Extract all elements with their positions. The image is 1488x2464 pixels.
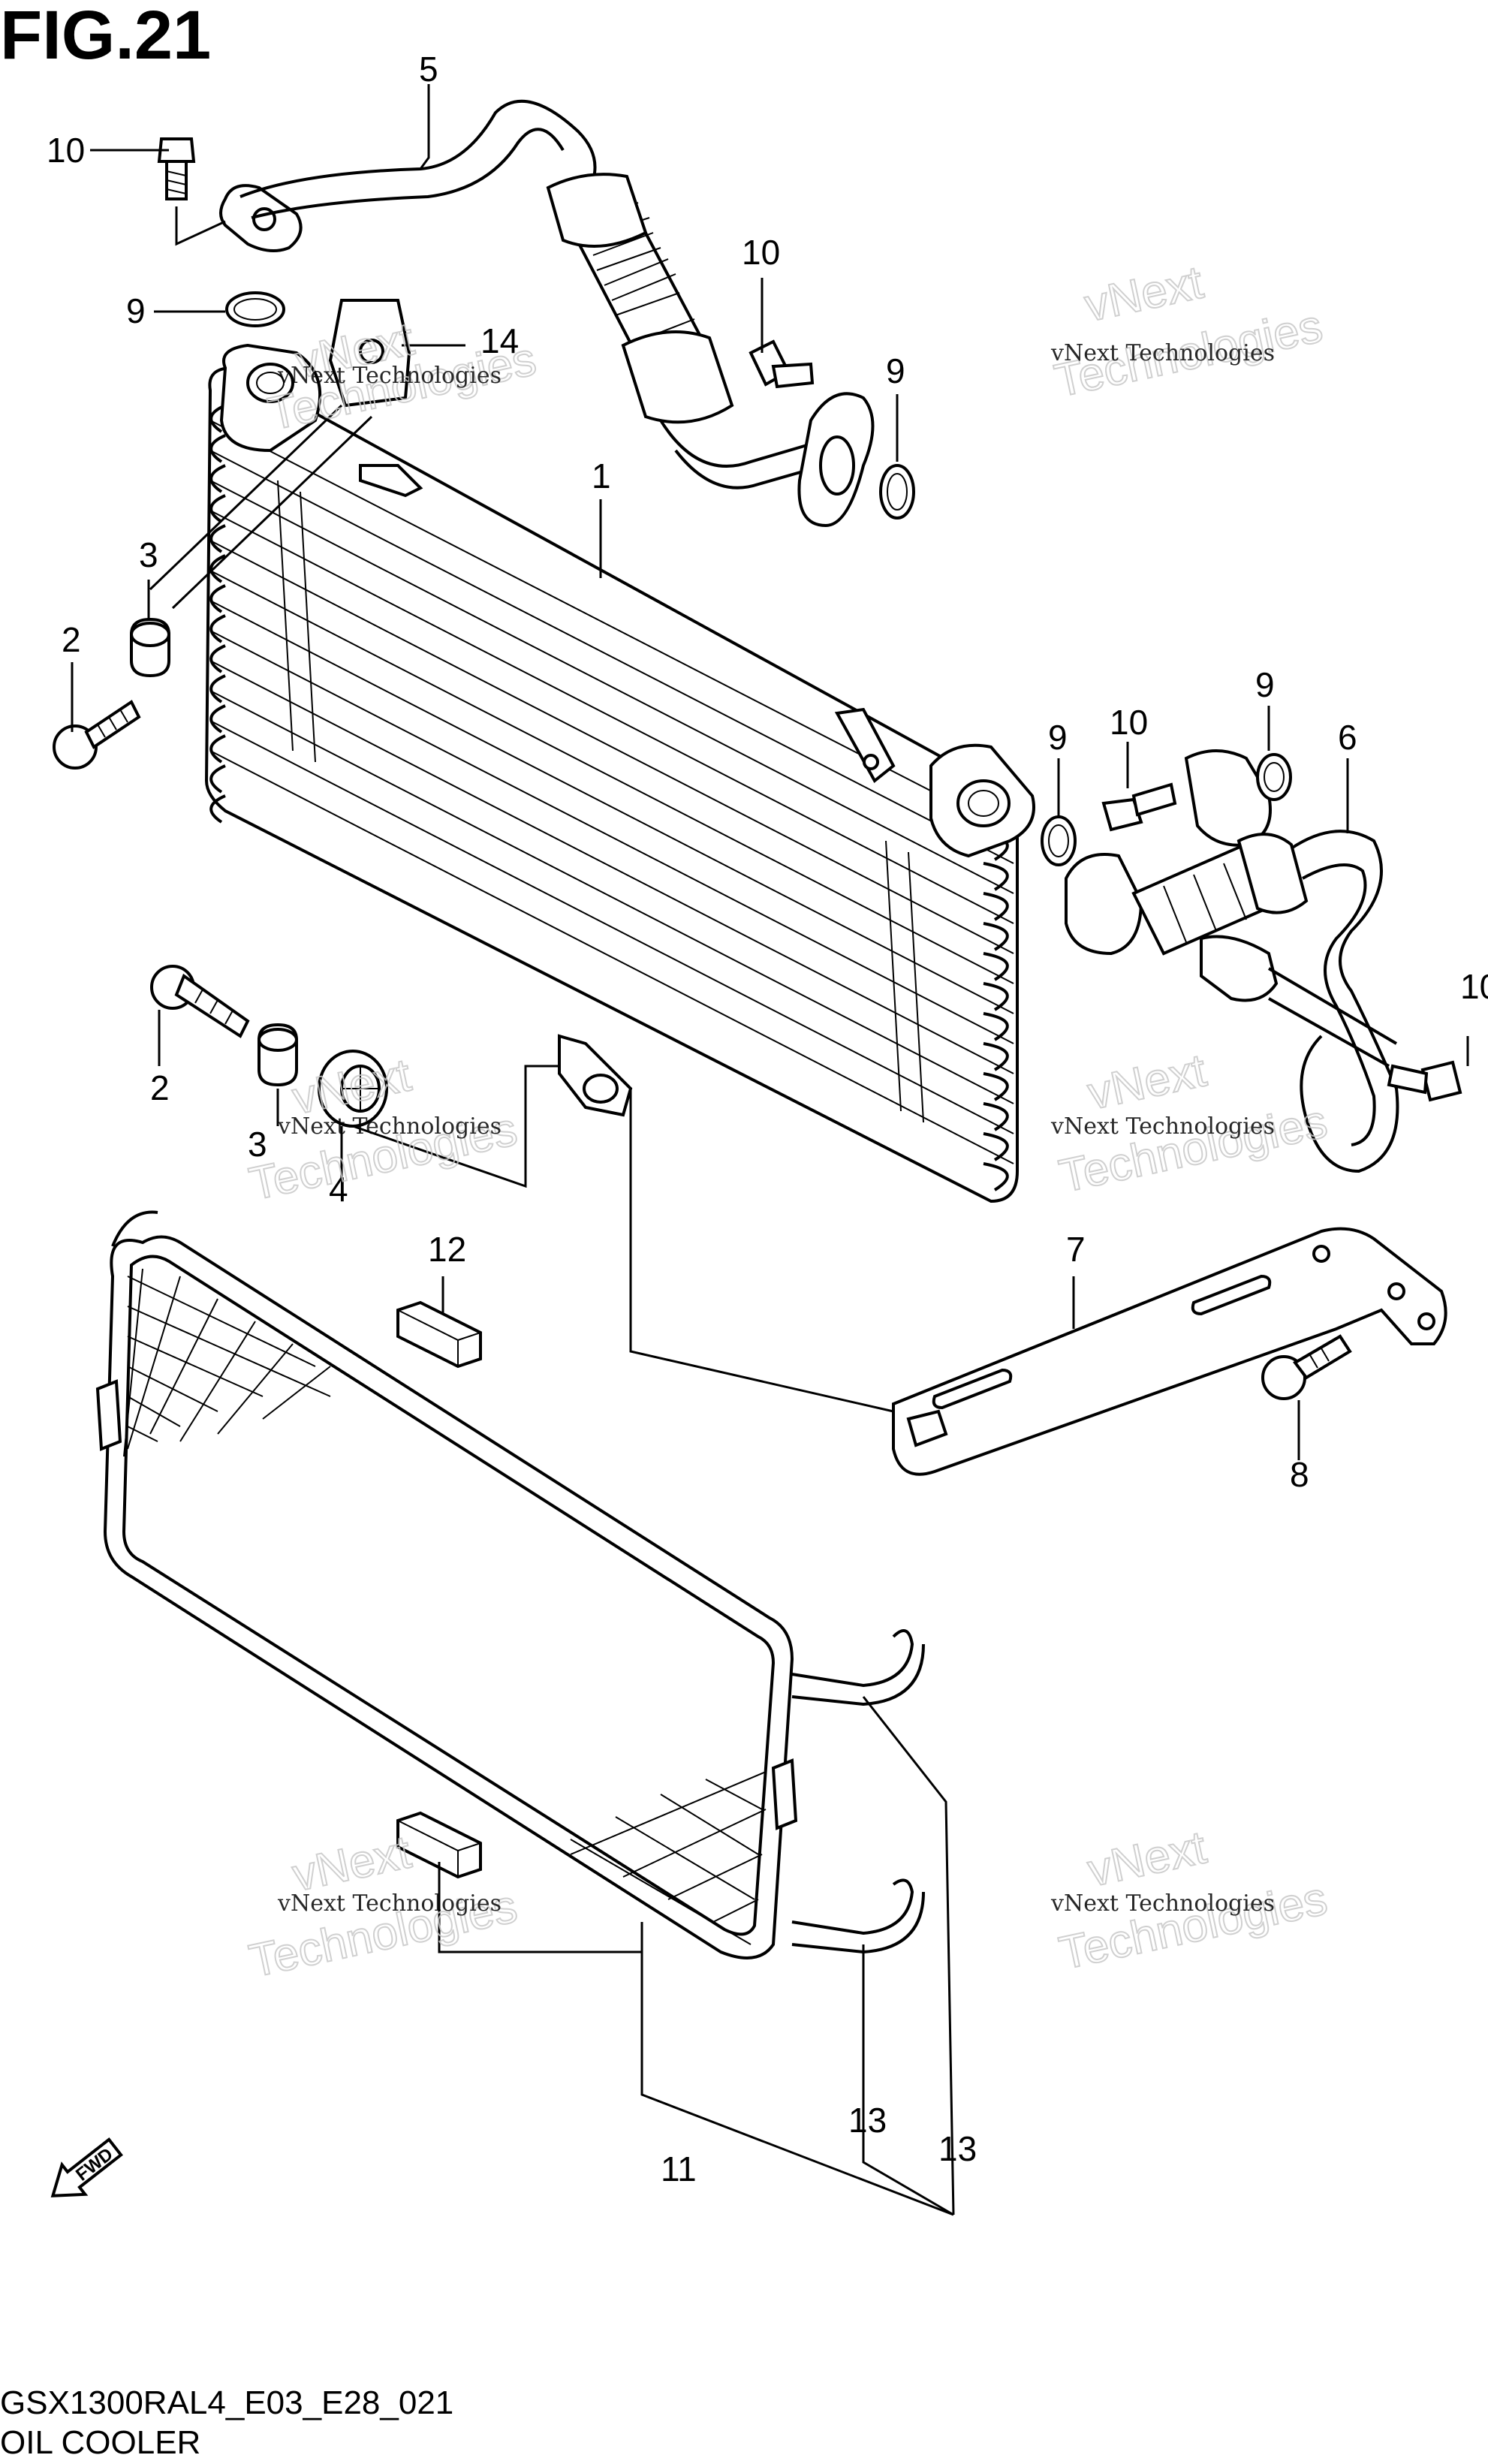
callout-7: 5 bbox=[419, 50, 438, 89]
callout-9-c: 9 bbox=[1255, 665, 1275, 704]
bolt-left-upper bbox=[53, 700, 141, 770]
figure-title: FIG.21 bbox=[0, 0, 211, 74]
svg-text:vNext Technologies: vNext Technologies bbox=[277, 1113, 502, 1140]
watermark-6: vNext Technologies vNext Technologies bbox=[1050, 1821, 1333, 1981]
callout-10-b: 10 bbox=[742, 233, 780, 272]
callout-9-a: 9 bbox=[126, 291, 146, 330]
bolt-mid-right bbox=[1101, 782, 1177, 832]
svg-text:vNext: vNext bbox=[1083, 1044, 1210, 1119]
svg-text:vNext Technologies: vNext Technologies bbox=[277, 1890, 502, 1917]
watermark-1: vNext Technologies vNext Technologies bbox=[263, 312, 541, 441]
o-ring-upper-right bbox=[879, 464, 915, 520]
callout-12: 12 bbox=[428, 1230, 466, 1269]
collar-left-upper bbox=[130, 617, 170, 678]
bolt-far-right bbox=[1387, 1060, 1462, 1102]
watermark-2: vNext Technologies vNext Technologies bbox=[1050, 256, 1327, 408]
callout-13-a: 13 bbox=[848, 2101, 887, 2140]
bolt-bracket bbox=[1261, 1334, 1352, 1400]
callout-14: 14 bbox=[480, 321, 519, 360]
bolt-left-lower bbox=[150, 965, 250, 1038]
callout-9-d: 9 bbox=[1048, 718, 1068, 757]
collar-left-lower bbox=[258, 1023, 298, 1087]
diagram-code: GSX1300RAL4_E03_E28_021 bbox=[0, 2384, 453, 2421]
callout-labels: 5 10 9 14 10 9 1 3 2 9 10 9 6 10 2 3 4 1… bbox=[47, 50, 1488, 2188]
diagram-caption: OIL COOLER bbox=[0, 2424, 200, 2461]
o-ring-mid-left bbox=[1041, 815, 1077, 866]
callout-9-b: 9 bbox=[886, 351, 905, 390]
o-ring-mid-right bbox=[1256, 753, 1292, 801]
callout-2-a: 2 bbox=[62, 620, 81, 659]
callout-4: 4 bbox=[329, 1170, 348, 1209]
fwd-arrow-icon: FWD bbox=[50, 2137, 123, 2197]
callout-8: 6 bbox=[1338, 718, 1357, 757]
callout-10-c: 10 bbox=[1110, 703, 1148, 742]
watermark-4: vNext Technologies vNext Technologies bbox=[1050, 1044, 1333, 1203]
callout-3-b: 3 bbox=[248, 1125, 267, 1164]
callout-10-a: 10 bbox=[47, 131, 85, 170]
svg-text:vNext Technologies: vNext Technologies bbox=[277, 363, 502, 389]
svg-text:vNext: vNext bbox=[1080, 257, 1207, 332]
svg-text:vNext: vNext bbox=[1083, 1821, 1210, 1896]
callout-6: 8 bbox=[1290, 1455, 1309, 1494]
cooler-guard bbox=[95, 1210, 925, 1959]
o-ring-top-left bbox=[225, 291, 285, 327]
oil-cooler-core bbox=[204, 343, 1035, 1203]
svg-text:vNext Technologies: vNext Technologies bbox=[1050, 1113, 1275, 1140]
grommet bbox=[318, 1050, 388, 1128]
callout-10-d: 10 bbox=[1460, 967, 1488, 1006]
bracket-clamp bbox=[328, 299, 411, 408]
oil-hose-lower bbox=[1065, 749, 1399, 1173]
cushion-pad-lower bbox=[396, 1811, 482, 1879]
cushion-pad-upper bbox=[396, 1300, 482, 1369]
callout-11: 11 bbox=[661, 2149, 697, 2188]
oil-hose-upper bbox=[219, 99, 875, 528]
svg-text:vNext Technologies: vNext Technologies bbox=[1050, 1890, 1275, 1917]
callout-13-b: 13 bbox=[938, 2129, 977, 2168]
callout-3-a: 3 bbox=[139, 535, 158, 574]
callout-1: 1 bbox=[592, 456, 611, 496]
bolt-upper-right bbox=[749, 339, 815, 389]
callout-5: 7 bbox=[1066, 1230, 1086, 1269]
bolt-top-left bbox=[157, 137, 196, 200]
cooler-bracket bbox=[892, 1227, 1447, 1476]
svg-text:vNext Technologies: vNext Technologies bbox=[1050, 340, 1275, 366]
leader-lines bbox=[71, 84, 1469, 2216]
callout-2-b: 2 bbox=[150, 1068, 170, 1107]
